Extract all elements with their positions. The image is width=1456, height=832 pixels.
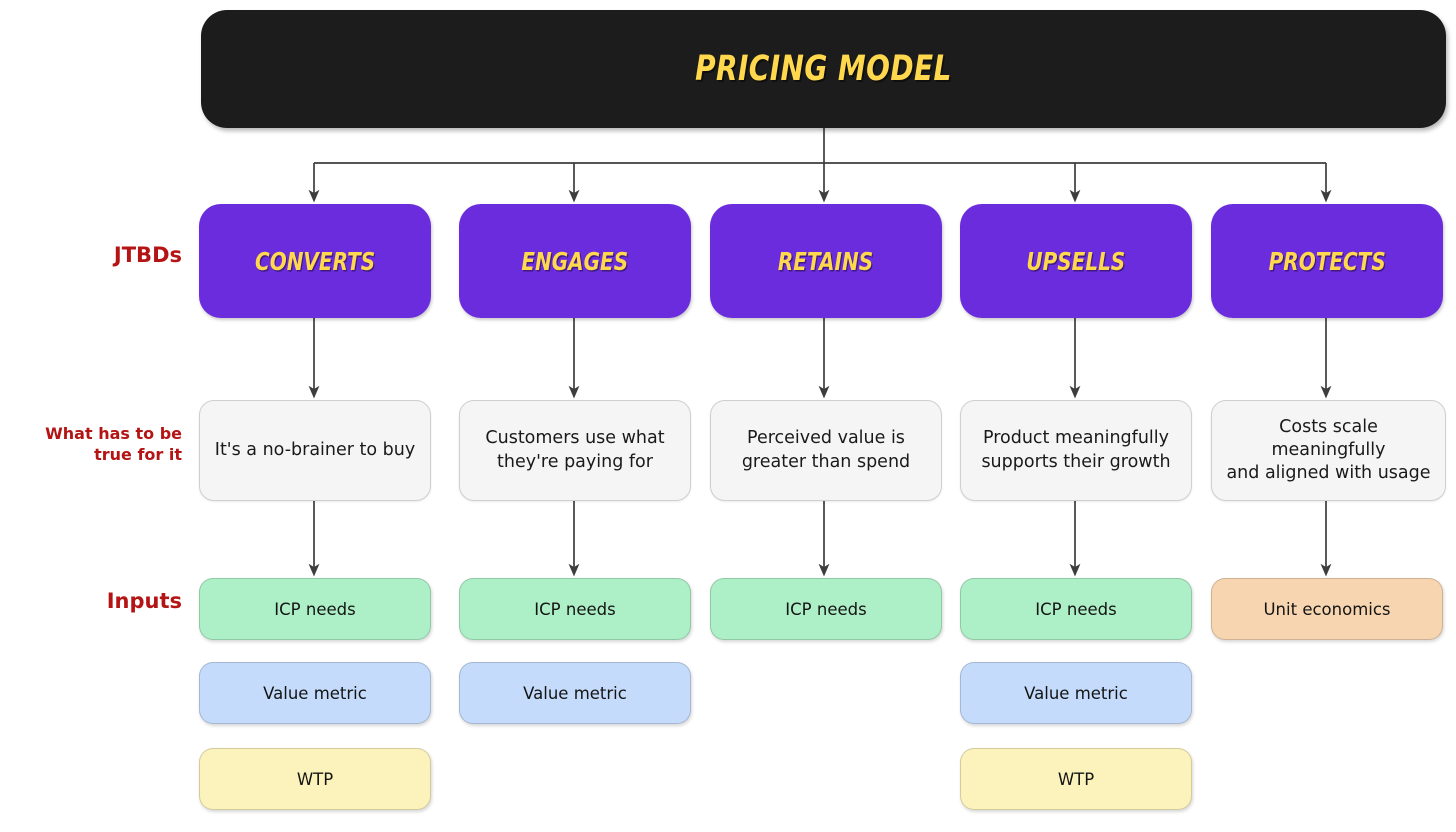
input-label: WTP (1057, 769, 1095, 789)
truth-text: It's a no-brainer to buy (215, 439, 415, 462)
jtbd-label: UPSELLS (1026, 246, 1126, 276)
truth-line-2: they're paying for (497, 451, 653, 472)
input-box-converts-value-metric[interactable]: Value metric (199, 662, 431, 724)
truth-box-converts[interactable]: It's a no-brainer to buy (199, 400, 431, 501)
page-title: PRICING MODEL (695, 49, 952, 89)
jtbd-label: PROTECTS (1268, 246, 1386, 276)
truth-line-2: and aligned with usage (1226, 463, 1431, 484)
input-label: Unit economics (1263, 599, 1391, 619)
jtbd-box-converts[interactable]: CONVERTS (199, 204, 431, 318)
diagram-title-box: PRICING MODEL (201, 10, 1446, 128)
truth-text: Perceived value is greater than spend (742, 427, 910, 473)
input-label: Value metric (263, 683, 367, 703)
input-box-upsells-icp-needs[interactable]: ICP needs (960, 578, 1192, 640)
input-box-protects-unit-economics[interactable]: Unit economics (1211, 578, 1443, 640)
row-label-truth-line-2: true for it (94, 444, 182, 464)
truth-box-protects[interactable]: Costs scale meaningfully and aligned wit… (1211, 400, 1446, 501)
jtbd-box-engages[interactable]: ENGAGES (459, 204, 691, 318)
truth-text: Product meaningfully supports their grow… (981, 427, 1170, 473)
input-label: ICP needs (785, 599, 867, 619)
input-box-retains-icp-needs[interactable]: ICP needs (710, 578, 942, 640)
input-label: WTP (296, 769, 334, 789)
truth-line-1: Customers use what (485, 428, 665, 449)
truth-line-1: Perceived value is (747, 428, 905, 449)
input-label: ICP needs (534, 599, 616, 619)
input-box-converts-wtp[interactable]: WTP (199, 748, 431, 810)
jtbd-box-retains[interactable]: RETAINS (710, 204, 942, 318)
input-box-engages-value-metric[interactable]: Value metric (459, 662, 691, 724)
truth-text: Customers use what they're paying for (485, 427, 664, 473)
input-label: ICP needs (274, 599, 356, 619)
truth-box-upsells[interactable]: Product meaningfully supports their grow… (960, 400, 1192, 501)
jtbd-box-upsells[interactable]: UPSELLS (960, 204, 1192, 318)
truth-text: Costs scale meaningfully and aligned wit… (1220, 416, 1437, 485)
row-label-truth-line-1: What has to be (45, 424, 182, 443)
input-box-converts-icp-needs[interactable]: ICP needs (199, 578, 431, 640)
truth-box-engages[interactable]: Customers use what they're paying for (459, 400, 691, 501)
jtbd-label: CONVERTS (254, 246, 376, 276)
row-label-inputs: Inputs (106, 589, 182, 613)
input-label: ICP needs (1035, 599, 1117, 619)
jtbd-label: RETAINS (778, 246, 874, 276)
input-label: Value metric (523, 683, 627, 703)
truth-line-2: greater than spend (741, 451, 911, 472)
jtbd-box-protects[interactable]: PROTECTS (1211, 204, 1443, 318)
input-label: Value metric (1024, 683, 1128, 703)
row-label-what-has-to-be-true: What has to be true for it (0, 424, 182, 466)
input-box-upsells-value-metric[interactable]: Value metric (960, 662, 1192, 724)
input-box-engages-icp-needs[interactable]: ICP needs (459, 578, 691, 640)
row-label-jtbds: JTBDs (113, 243, 182, 267)
truth-box-retains[interactable]: Perceived value is greater than spend (710, 400, 942, 501)
truth-line-1: Product meaningfully (982, 428, 1170, 449)
jtbd-label: ENGAGES (521, 246, 629, 276)
input-box-upsells-wtp[interactable]: WTP (960, 748, 1192, 810)
truth-line-1: Costs scale meaningfully (1271, 416, 1386, 460)
truth-line-2: supports their growth (981, 451, 1171, 472)
truth-line-1: It's a no-brainer to buy (214, 439, 416, 460)
